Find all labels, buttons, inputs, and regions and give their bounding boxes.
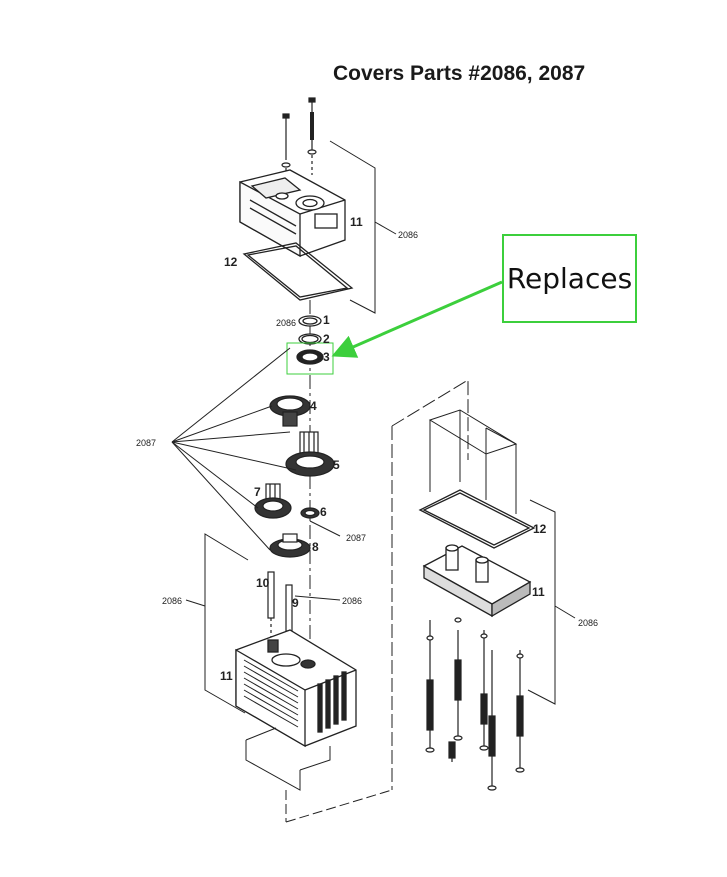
label-12-top: 12 <box>224 255 238 269</box>
label-6: 6 <box>320 505 327 519</box>
group-2087-leaders <box>171 347 341 601</box>
label-2087-washer: 2087 <box>346 533 366 543</box>
label-2086-pins: 2086 <box>342 596 362 606</box>
gear-5 <box>285 431 335 477</box>
diagram-title: Covers Parts #2086, 2087 <box>333 62 586 85</box>
label-4: 4 <box>310 399 317 413</box>
label-12-right: 12 <box>533 522 547 536</box>
replaces-arrow <box>331 280 503 358</box>
label-8: 8 <box>312 540 319 554</box>
bottom-housing <box>235 629 357 748</box>
gear-8 <box>269 533 311 558</box>
replace-highlight-box <box>286 342 334 375</box>
label-2086-top: 2086 <box>398 230 418 240</box>
label-1: 1 <box>323 313 330 327</box>
left-bracket <box>185 533 249 714</box>
washer-6 <box>300 507 320 519</box>
replaces-callout: Replaces <box>502 234 637 323</box>
label-3: 3 <box>323 350 330 364</box>
top-screws <box>281 97 317 182</box>
label-11-bottom: 11 <box>220 669 233 683</box>
right-bracket <box>527 499 576 705</box>
gear-7 <box>254 483 292 519</box>
right-frame <box>391 379 518 790</box>
top-gasket <box>242 242 354 301</box>
right-screws <box>425 617 525 791</box>
label-2: 2 <box>323 332 330 346</box>
pins <box>267 571 293 650</box>
gear-4 <box>269 395 311 427</box>
top-cover <box>239 169 346 258</box>
label-10: 10 <box>256 576 270 590</box>
label-2086-left: 2086 <box>162 596 182 606</box>
right-cover <box>422 544 532 618</box>
top-bracket <box>329 140 397 314</box>
label-9: 9 <box>292 596 299 610</box>
bottom-open-box <box>245 727 393 823</box>
rings <box>296 315 324 365</box>
label-2086-right: 2086 <box>578 618 598 628</box>
label-11-right: 11 <box>532 585 545 599</box>
label-2086-ring: 2086 <box>276 318 296 328</box>
label-2087-group: 2087 <box>136 438 156 448</box>
callout-numbers: 11 12 2086 2086 1 2 3 4 5 6 7 8 9 10 208… <box>136 215 598 683</box>
label-7: 7 <box>254 485 261 499</box>
label-5: 5 <box>333 458 340 472</box>
label-11-top: 11 <box>350 215 363 229</box>
replaces-label: Replaces <box>506 262 633 295</box>
right-gasket <box>418 489 536 549</box>
